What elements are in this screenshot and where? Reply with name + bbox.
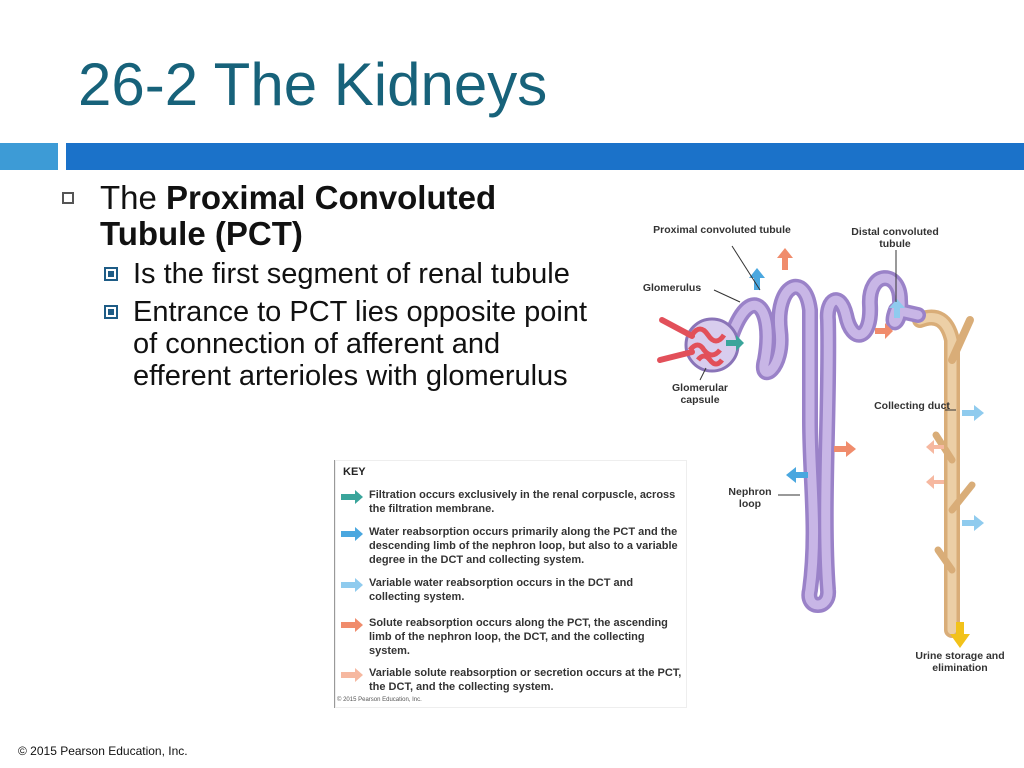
key-item-text: Filtration occurs exclusively in the ren… bbox=[369, 489, 676, 515]
filled-square-bullet-icon bbox=[104, 305, 118, 319]
tubule-shape bbox=[722, 270, 926, 613]
light-blue-arrow-icon bbox=[341, 578, 363, 592]
sub-bullet-entrance: Entrance to PCT lies opposite point of c… bbox=[60, 296, 593, 392]
filled-square-bullet-icon bbox=[104, 267, 118, 281]
key-item-text: Solute reabsorption occurs along the PCT… bbox=[369, 617, 668, 657]
collecting-duct-shape bbox=[912, 309, 976, 638]
sub-bullet-text: Entrance to PCT lies opposite point of c… bbox=[133, 296, 588, 392]
light-salmon-arrow-icon bbox=[341, 668, 363, 682]
nephron-illustration bbox=[657, 245, 984, 648]
figure-copyright: © 2015 Pearson Education, Inc. bbox=[337, 697, 422, 703]
square-bullet-icon bbox=[62, 192, 74, 204]
teal-arrow-icon bbox=[341, 490, 363, 504]
key-item-text: Water reabsorption occurs primarily alon… bbox=[369, 526, 678, 566]
figure-key: KEY Filtration occurs exclusively in the… bbox=[334, 460, 687, 708]
title-divider-accent bbox=[0, 143, 58, 170]
nephron-diagram: Proximal convoluted tubule Distal convol… bbox=[600, 210, 1024, 680]
label-urine: Urine storage and elimination bbox=[915, 650, 1005, 674]
salmon-arrow-icon bbox=[341, 618, 363, 632]
key-item-text: Variable water reabsorption occurs in th… bbox=[369, 577, 634, 603]
key-title: KEY bbox=[343, 466, 366, 478]
leader-lines bbox=[699, 245, 956, 496]
label-nephron-loop: Nephron loop bbox=[728, 486, 772, 510]
transport-arrows bbox=[726, 248, 984, 648]
title-divider-bar bbox=[66, 143, 1024, 170]
sub-bullet-first-segment: Is the first segment of renal tubule bbox=[60, 258, 573, 290]
label-glomerulus: Glomerulus bbox=[642, 282, 702, 294]
page-title: 26-2 The Kidneys bbox=[78, 51, 548, 118]
bullet-pct: The Proximal Convoluted Tubule (PCT) bbox=[60, 180, 600, 252]
slide-footer: © 2015 Pearson Education, Inc. bbox=[18, 744, 188, 758]
blue-arrow-icon bbox=[341, 527, 363, 541]
sub-bullet-text: Is the first segment of renal tubule bbox=[133, 258, 570, 290]
bullet-pct-prefix: The bbox=[100, 179, 167, 216]
label-dct: Distal convoluted tubule bbox=[851, 226, 939, 250]
glomerulus-shape bbox=[657, 317, 740, 373]
bullet-pct-term: Proximal Convoluted Tubule (PCT) bbox=[100, 179, 497, 252]
key-item-text: Variable solute reabsorption or secretio… bbox=[369, 667, 682, 693]
label-pct: Proximal convoluted tubule bbox=[653, 224, 791, 236]
bullet-list: The Proximal Convoluted Tubule (PCT) Is … bbox=[60, 180, 600, 392]
label-capsule: Glomerular capsule bbox=[671, 382, 729, 406]
label-collecting-duct: Collecting duct bbox=[874, 400, 950, 412]
